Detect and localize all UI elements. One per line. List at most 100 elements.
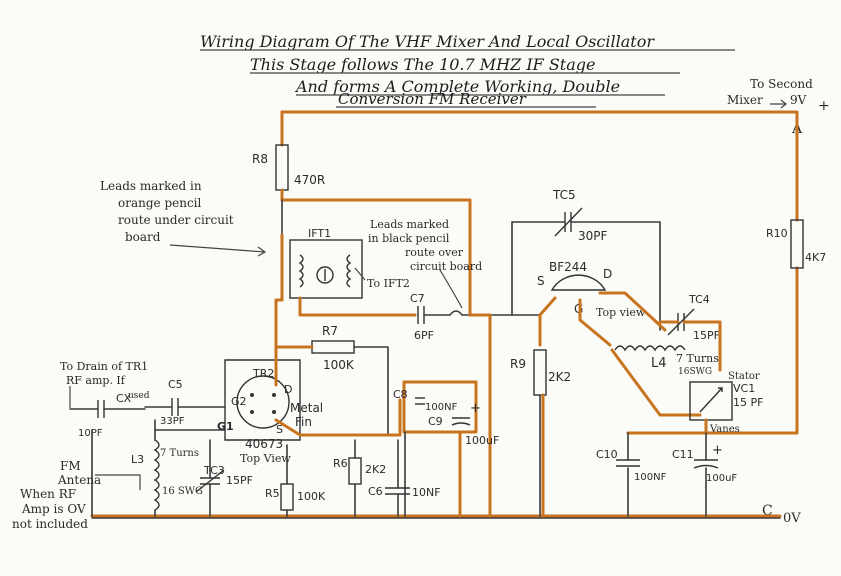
drain-note-2: RF amp. If xyxy=(66,374,126,387)
tc5-value: 30PF xyxy=(578,229,608,243)
c9-plus: + xyxy=(470,401,481,416)
l4-wire: 16SWG xyxy=(678,367,712,377)
r10-value: 4K7 xyxy=(805,251,826,264)
capacitor-c7: C7 6PF xyxy=(410,292,434,342)
note-black-2: in black pencil xyxy=(368,232,450,245)
r7-value: 100K xyxy=(323,358,355,372)
resistor-r5: R5 100K xyxy=(265,483,326,511)
l3-turns: 7 Turns xyxy=(160,448,199,459)
ground-label: C 0V xyxy=(762,503,801,526)
variable-cap-vc1: Stator VC1 15 PF Vanes xyxy=(689,371,763,435)
tc3-value: 15PF xyxy=(226,474,253,487)
note-orange-4: board xyxy=(125,230,161,244)
ground-voltage: 0V xyxy=(783,511,801,526)
r6-value: 2K2 xyxy=(365,463,386,476)
trimmer-tc3: TC3 15PF xyxy=(195,464,253,493)
c10-ref: C10 xyxy=(596,448,618,461)
r9-value: 2K2 xyxy=(548,370,571,384)
title-block: Wiring Diagram Of The VHF Mixer And Loca… xyxy=(200,32,735,108)
c7-ref: C7 xyxy=(410,292,425,305)
r5-ref: R5 xyxy=(265,487,280,500)
drain-note-1: To Drain of TR1 xyxy=(60,360,148,373)
tr2-pin-g1: G1 xyxy=(217,420,234,433)
l4-ref: L4 xyxy=(651,356,667,371)
c9-value: 100uF xyxy=(465,434,499,447)
title-line-3: And forms A Complete Working, Double xyxy=(294,77,620,96)
capacitor-cx: CX 10PF xyxy=(78,392,132,439)
capacitor-c5: C5 33PF xyxy=(160,378,185,427)
supply-label: To Second Mixer 9V + A xyxy=(727,77,830,137)
supply-to-text: To Second xyxy=(750,77,813,91)
transistor-tr2: TR2 G2 G1 D S Metal Fin 40673 Top View xyxy=(217,359,323,465)
bf244-pin-s: S xyxy=(537,274,545,288)
tr2-ref: TR2 xyxy=(252,367,274,380)
bf244-pin-d: D xyxy=(603,267,612,281)
cx-value: 10PF xyxy=(78,428,103,439)
note-orange-1: Leads marked in xyxy=(100,179,202,193)
resistor-r10: R10 4K7 xyxy=(766,219,826,269)
tc3-ref: TC3 xyxy=(203,464,225,477)
tr2-pin-s: S xyxy=(276,423,283,436)
note-orange-3: route under circuit xyxy=(118,213,234,227)
title-line-2: This Stage follows The 10.7 MHZ IF Stage xyxy=(250,55,595,74)
vc1-stator: Stator xyxy=(728,371,760,382)
vc1-value: 15 PF xyxy=(733,396,763,409)
r6-ref: R6 xyxy=(333,457,348,470)
trimmer-tc4: TC4 15PF xyxy=(667,293,720,342)
c11-plus: + xyxy=(712,443,723,458)
c8-value: 100NF xyxy=(425,402,458,413)
r10-ref: R10 xyxy=(766,227,788,240)
r7-ref: R7 xyxy=(322,324,338,338)
tc4-ref: TC4 xyxy=(688,293,710,306)
antenna-note-5: not included xyxy=(12,517,88,531)
title-line-4: Conversion FM Receiver xyxy=(338,90,527,108)
note-black-1: Leads marked xyxy=(370,218,449,231)
c8-ref: C8 xyxy=(393,388,408,401)
bf244-part: BF244 xyxy=(549,260,587,274)
trimmer-tc5: TC5 30PF xyxy=(552,188,608,243)
supply-plus: + xyxy=(818,98,830,114)
tr2-pin-d: D xyxy=(284,383,292,396)
l3-ref: L3 xyxy=(131,453,144,466)
resistor-r6: R6 2K2 xyxy=(333,457,386,485)
note-orange-leads: Leads marked in orange pencil route unde… xyxy=(100,179,267,257)
resistor-r9: R9 2K2 xyxy=(510,349,571,396)
antenna-note-2: Antena xyxy=(57,473,101,487)
vc1-ref: VC1 xyxy=(733,382,755,395)
note-black-leads: Leads marked in black pencil route over … xyxy=(368,218,482,309)
capacitor-c6: C6 10NF xyxy=(368,485,441,499)
tc5-ref: TC5 xyxy=(552,188,576,202)
r8-ref: R8 xyxy=(252,152,268,166)
tr2-fin-1: Metal xyxy=(290,401,323,415)
capacitor-c8: C8 100NF xyxy=(393,380,478,434)
c6-ref: C6 xyxy=(368,485,383,498)
supply-mixer-text: Mixer xyxy=(727,93,763,107)
transistor-bf244: BF244 S D G Top view xyxy=(537,260,646,319)
ift1-ref: IFT1 xyxy=(308,227,331,240)
capacitor-c10: C10 100NF xyxy=(596,448,667,483)
antenna-note-3: When RF xyxy=(20,487,76,501)
tc4-value: 15PF xyxy=(693,329,720,342)
c11-value: 100uF xyxy=(706,473,737,484)
c10-value: 100NF xyxy=(634,472,667,483)
l3-wire: 16 SWG xyxy=(162,486,203,497)
antenna-note-1: FM xyxy=(60,459,81,473)
c6-value: 10NF xyxy=(412,486,441,499)
r8-value: 470R xyxy=(294,173,325,187)
drain-note-3: used xyxy=(128,391,150,401)
c5-ref: C5 xyxy=(168,378,183,391)
c11-ref: C11 xyxy=(672,448,694,461)
vc1-vanes: Vanes xyxy=(709,424,740,435)
capacitor-c11: C11 + 100uF xyxy=(672,443,737,484)
to-ift2-label: To IFT2 xyxy=(367,277,410,290)
r9-ref: R9 xyxy=(510,357,526,371)
supply-rail xyxy=(280,110,799,435)
c5-value: 33PF xyxy=(160,416,185,427)
note-antenna: FM Antena When RF Amp is OV not included xyxy=(12,459,141,531)
ground-rail xyxy=(90,514,782,519)
l4-turns: 7 Turns xyxy=(676,352,719,365)
cx-ref: CX xyxy=(116,392,132,405)
c7-value: 6PF xyxy=(414,329,434,342)
title-line-1: Wiring Diagram Of The VHF Mixer And Loca… xyxy=(200,32,655,51)
